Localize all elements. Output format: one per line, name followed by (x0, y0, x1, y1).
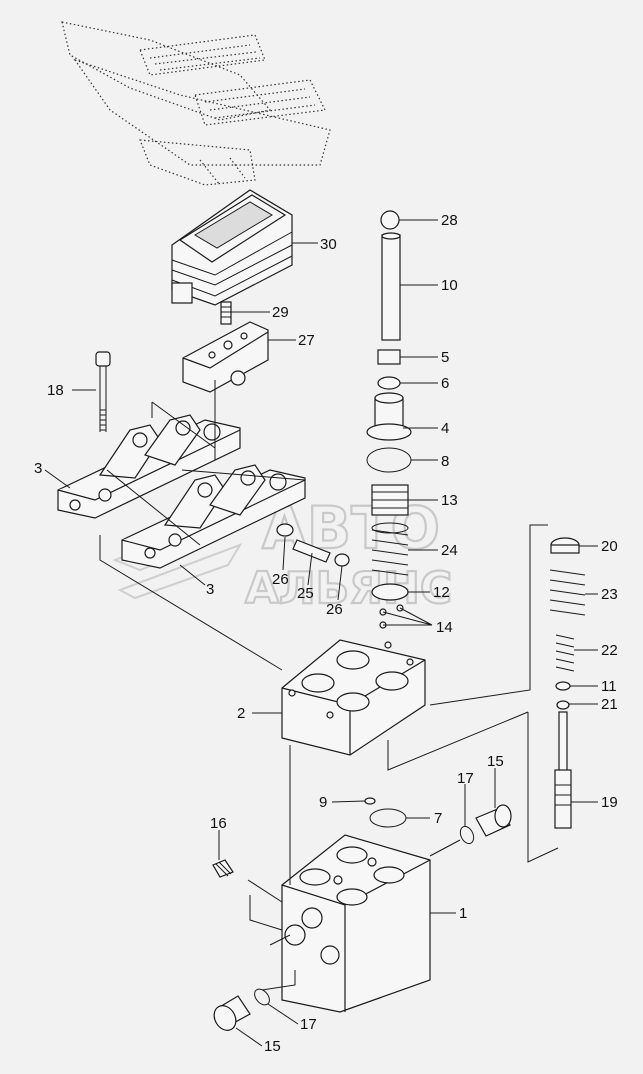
callout-2: 2 (237, 705, 245, 722)
callout-17-bottom: 17 (300, 1016, 317, 1033)
callout-6: 6 (441, 375, 449, 392)
callout-3-lower: 3 (206, 581, 214, 598)
callout-22: 22 (601, 642, 618, 659)
part-25-pin (292, 539, 331, 563)
callout-13: 13 (441, 492, 458, 509)
part-21-collar (556, 700, 570, 710)
callout-20: 20 (601, 538, 618, 555)
callout-15-bottom: 15 (264, 1038, 281, 1055)
part-1-lower-body (281, 834, 431, 1013)
watermark: АВТО АЛЬЯНС (112, 493, 453, 615)
part-11-washer (555, 681, 571, 691)
callout-27: 27 (298, 332, 315, 349)
part-17-o-ring-bottom (254, 988, 270, 1006)
callout-21: 21 (601, 696, 618, 713)
callout-25: 25 (297, 585, 314, 602)
part-6-seal (377, 376, 401, 390)
watermark-line2: АЛЬЯНС (245, 563, 452, 614)
pedal-assembly-phantom (61, 21, 331, 186)
part-17-o-ring-right (459, 825, 475, 845)
part-19-plunger (554, 711, 572, 829)
callout-14: 14 (436, 619, 453, 636)
part-18-bolt (95, 351, 111, 432)
callout-7: 7 (434, 810, 442, 827)
callout-12: 12 (433, 584, 450, 601)
part-7-o-ring (369, 808, 407, 828)
part-4-guide (366, 392, 412, 441)
callout-8: 8 (441, 453, 449, 470)
part-26-pin-left (276, 523, 294, 537)
callout-24: 24 (441, 542, 458, 559)
part-30-rubber-boot (171, 189, 293, 306)
callout-labels: 28 30 10 29 27 5 6 18 4 8 3 13 24 20 26 … (34, 212, 618, 1055)
part-20-cap (550, 537, 580, 554)
callout-28: 28 (441, 212, 458, 229)
callout-30: 30 (320, 236, 337, 253)
part-15-fitting-bottom (213, 995, 251, 1031)
part-26-pin-right (334, 553, 350, 567)
callout-1: 1 (459, 905, 467, 922)
callout-15-right: 15 (487, 753, 504, 770)
callout-26-right: 26 (326, 601, 343, 618)
part-5-cap (377, 349, 401, 365)
part-16-set-screw (212, 859, 234, 878)
part-28-ball (380, 210, 400, 230)
part-15-fitting-right (475, 804, 512, 837)
callout-5: 5 (441, 349, 449, 366)
callout-9: 9 (319, 794, 327, 811)
callout-18: 18 (47, 382, 64, 399)
assembly-guide-lines (99, 380, 559, 991)
callout-leaders (44, 219, 598, 1047)
part-12-washer (371, 583, 409, 601)
part-27-plate (182, 321, 269, 393)
callout-16: 16 (210, 815, 227, 832)
part-9-plug (364, 797, 376, 805)
callout-4: 4 (441, 420, 449, 437)
callout-26-left: 26 (272, 571, 289, 588)
callout-3-upper: 3 (34, 460, 42, 477)
callout-10: 10 (441, 277, 458, 294)
callout-23: 23 (601, 586, 618, 603)
part-22-spring (555, 634, 575, 672)
part-23-spring (549, 569, 586, 616)
callout-11: 11 (601, 678, 617, 695)
callout-17-right: 17 (457, 770, 474, 787)
callout-19: 19 (601, 794, 618, 811)
part-3-bracket-lower (121, 464, 306, 569)
part-29-stud (220, 301, 232, 325)
part-10-push-rod (381, 232, 401, 341)
part-8-o-ring (366, 447, 412, 473)
part-24-spring (371, 522, 409, 576)
callout-29: 29 (272, 304, 289, 321)
part-13-spring-seat (371, 484, 409, 516)
part-2-upper-body (281, 639, 426, 756)
